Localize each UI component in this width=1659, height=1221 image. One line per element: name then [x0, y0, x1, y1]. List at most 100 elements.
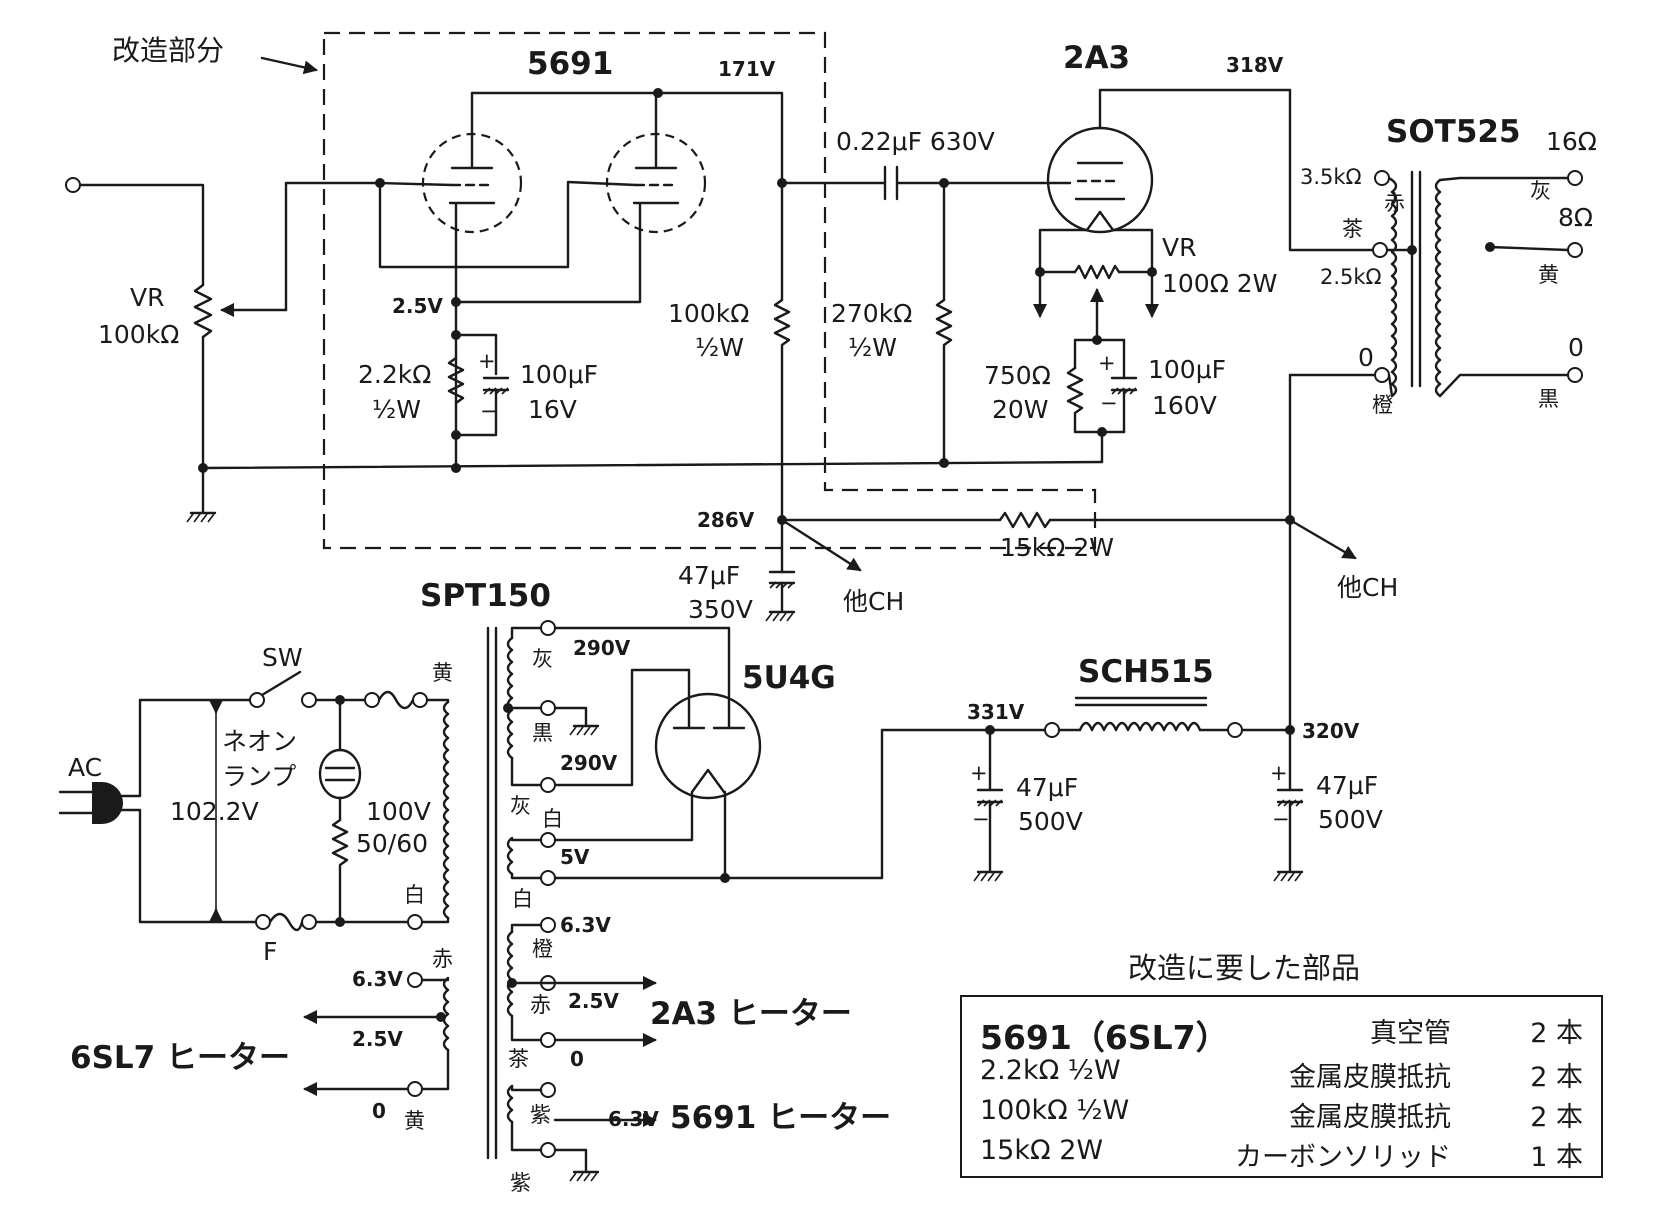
voltage-320: 320V	[1302, 719, 1360, 743]
sot525-color-red: 赤	[1384, 191, 1405, 215]
voltage-286: 286V	[697, 508, 755, 532]
ac-plug-icon	[58, 782, 123, 824]
voltage-2-5-left: 2.5V	[352, 1027, 403, 1051]
part-type: 金属皮膜抵抗	[1289, 1062, 1451, 1093]
svg-text:−: −	[1100, 391, 1118, 415]
r-cathode-watt: ½W	[372, 395, 421, 424]
cathode-capacitor-100uf-160v: + −	[1098, 351, 1138, 415]
vr-bias-value: 100Ω 2W	[1162, 269, 1277, 298]
r-cathode-value: 2.2kΩ	[358, 360, 431, 389]
filter-cap-47uf-500v-1: + −	[970, 761, 1004, 831]
c-filter2-value: 47μF	[1016, 773, 1078, 802]
sot525-tap-2-5k: 2.5kΩ	[1320, 265, 1382, 289]
neon-label-1: ネオン	[222, 727, 297, 756]
tube-5u4g-symbol	[654, 692, 762, 800]
sot525-sec-0: 0	[1568, 333, 1584, 362]
part-qty: 2 本	[1530, 1062, 1583, 1093]
sot525-tap-0: 0	[1358, 343, 1374, 372]
part-name: 100kΩ ½W	[980, 1095, 1130, 1126]
filter-cap-47uf-500v-2: + −	[1270, 761, 1304, 831]
sot525-color-black: 黒	[1538, 387, 1559, 411]
transformer-spt150-symbol	[442, 626, 514, 1160]
sot525-sec-16: 16Ω	[1546, 127, 1597, 156]
ac-label: AC	[68, 753, 102, 782]
spt150-color-yellow2: 黄	[404, 1109, 425, 1133]
part-qty: 1 本	[1530, 1142, 1583, 1173]
svg-text:+: +	[478, 349, 496, 373]
c-2a3-cathode-volt: 160V	[1152, 391, 1217, 420]
voltage-318: 318V	[1226, 53, 1284, 77]
spt150-color-red: 赤	[530, 993, 551, 1017]
voltage-6-3-2a3: 6.3V	[560, 913, 611, 937]
cathode-capacitor-100uf: + −	[478, 349, 510, 423]
voltage-171: 171V	[718, 57, 776, 81]
r-2a3-cathode-value: 750Ω	[984, 361, 1051, 390]
part-type: カーボンソリッド	[1235, 1142, 1451, 1173]
power-switch	[249, 670, 317, 708]
choke-sch515-label: SCH515	[1078, 654, 1214, 690]
other-ch-label-1: 他CH	[843, 587, 904, 616]
r-2a3-cathode-watt: 20W	[992, 395, 1049, 424]
sot525-tap-3-5k: 3.5kΩ	[1300, 165, 1362, 189]
tube-5u4g-label: 5U4G	[742, 660, 836, 696]
parts-list-table: 5691（6SL7） 真空管 2 本 2.2kΩ ½W 金属皮膜抵抗 2 本 1…	[960, 995, 1603, 1178]
cathode-resistor-2-2k	[447, 356, 465, 405]
parts-row: 2.2kΩ ½W 金属皮膜抵抗 2 本	[962, 1055, 1601, 1095]
modified-section-label: 改造部分	[112, 34, 224, 67]
spt150-color-white: 白	[404, 883, 425, 907]
spt150-color-brown: 茶	[508, 1047, 529, 1071]
c-2a3-cathode-value: 100μF	[1148, 355, 1226, 384]
tube-2a3-symbol	[1046, 126, 1154, 234]
c-filter3-volt: 500V	[1318, 805, 1383, 834]
svg-text:−: −	[972, 807, 990, 831]
tube-2a3-label: 2A3	[1063, 40, 1130, 76]
voltage-6-3-5691: 6.3V	[608, 1107, 659, 1131]
neon-resistor	[331, 818, 349, 867]
sot525-color-gray: 灰	[1530, 179, 1551, 203]
primary-voltage: 100V	[366, 797, 431, 826]
spt150-color-white3: 白	[512, 887, 533, 911]
input-volume-pot	[193, 283, 213, 339]
parts-row: 15kΩ 2W カーボンソリッド 1 本	[962, 1135, 1601, 1175]
plate-resistor-100k	[773, 298, 791, 347]
r-grid-value: 270kΩ	[831, 299, 912, 328]
vr-input-value: 100kΩ	[98, 320, 179, 349]
fuse-f	[255, 912, 317, 932]
part-qty: 2 本	[1530, 1018, 1583, 1049]
c-filter1-value: 47μF	[678, 561, 740, 590]
cathode-resistor-750ohm	[1066, 366, 1084, 415]
transformer-sot525-symbol	[1390, 170, 1442, 398]
parts-list-title: 改造に要した部品	[1128, 951, 1361, 985]
sot525-color-yellow: 黄	[1538, 263, 1559, 287]
r-grid-watt: ½W	[848, 333, 897, 362]
svg-text:−: −	[480, 399, 498, 423]
part-qty: 2 本	[1530, 1102, 1583, 1133]
r-dropping-label: 15kΩ 2W	[1000, 533, 1114, 562]
primary-hz: 50/60	[356, 829, 428, 858]
spt150-color-yellow: 黄	[432, 661, 453, 685]
neon-label-2: ランプ	[222, 762, 296, 791]
r-plate-watt: ½W	[695, 333, 744, 362]
spt150-color-orange: 橙	[532, 937, 553, 961]
modified-section-arrow	[260, 56, 318, 75]
heater-2a3-label: 2A3 ヒーター	[650, 996, 852, 1032]
voltage-2-5: 2.5V	[392, 294, 443, 318]
parts-row: 100kΩ ½W 金属皮膜抵抗 2 本	[962, 1095, 1601, 1135]
svg-text:−: −	[1272, 807, 1290, 831]
bias-vr-100ohm	[1073, 264, 1121, 280]
tube-5691-label: 5691	[527, 46, 613, 82]
mains-voltage: 102.2V	[170, 797, 259, 826]
grid-resistor-270k	[935, 298, 953, 347]
c-cathode-volt: 16V	[528, 395, 577, 424]
voltage-0-left: 0	[372, 1099, 386, 1123]
vr-bias-label: VR	[1162, 233, 1196, 262]
voltage-290b: 290V	[560, 751, 618, 775]
spt150-color-purple2: 紫	[510, 1171, 531, 1195]
choke-sch515-symbol	[1074, 696, 1208, 732]
transformer-sot525-label: SOT525	[1386, 114, 1521, 150]
part-name: 5691（6SL7）	[980, 1018, 1229, 1057]
dropping-resistor-15k	[998, 511, 1052, 529]
thermal-fuse-top	[364, 690, 428, 710]
part-name: 2.2kΩ ½W	[980, 1055, 1121, 1086]
